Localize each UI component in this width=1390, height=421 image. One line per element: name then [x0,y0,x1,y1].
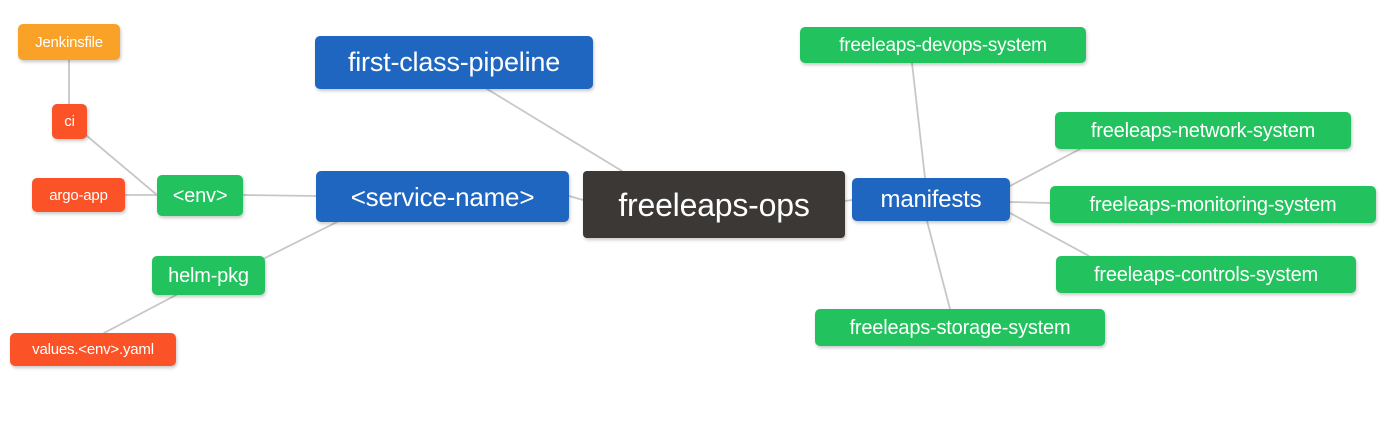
edge-freeleaps-ops-to-manifests [844,199,853,202]
mindmap-node-service-name[interactable]: <service-name> [316,171,569,222]
edge-service-name-to-freeleaps-ops [568,195,584,201]
mindmap-node-manifests[interactable]: manifests [852,178,1010,221]
edge-first-class-pipeline-to-freeleaps-ops [486,88,623,172]
mindmap-node-network-system[interactable]: freeleaps-network-system [1055,112,1351,149]
edge-service-name-to-helm-pkg [264,221,338,259]
mindmap-node-env[interactable]: <env> [157,175,243,216]
mindmap-node-storage-system[interactable]: freeleaps-storage-system [815,309,1105,346]
mindmap-node-controls-system[interactable]: freeleaps-controls-system [1056,256,1356,293]
mindmap-node-monitoring-system[interactable]: freeleaps-monitoring-system [1050,186,1376,223]
mindmap-node-first-class-pipeline[interactable]: first-class-pipeline [315,36,593,89]
mindmap-node-helm-pkg[interactable]: helm-pkg [152,256,265,295]
mindmap-node-values-yaml[interactable]: values.<env>.yaml [10,333,176,366]
mindmap-node-freeleaps-ops[interactable]: freeleaps-ops [583,171,845,238]
edge-manifests-to-devops-system [911,62,926,179]
mindmap-node-ci[interactable]: ci [52,104,87,139]
mindmap-node-devops-system[interactable]: freeleaps-devops-system [800,27,1086,63]
edge-manifests-to-storage-system [926,220,951,310]
edge-manifests-to-monitoring-system [1009,201,1051,204]
mindmap-node-argo-app[interactable]: argo-app [32,178,125,212]
mindmap-node-jenkinsfile[interactable]: Jenkinsfile [18,24,120,60]
edge-helm-pkg-to-values-yaml [103,294,177,334]
edge-manifests-to-network-system [1009,148,1081,187]
edge-env-to-service-name [242,194,317,197]
